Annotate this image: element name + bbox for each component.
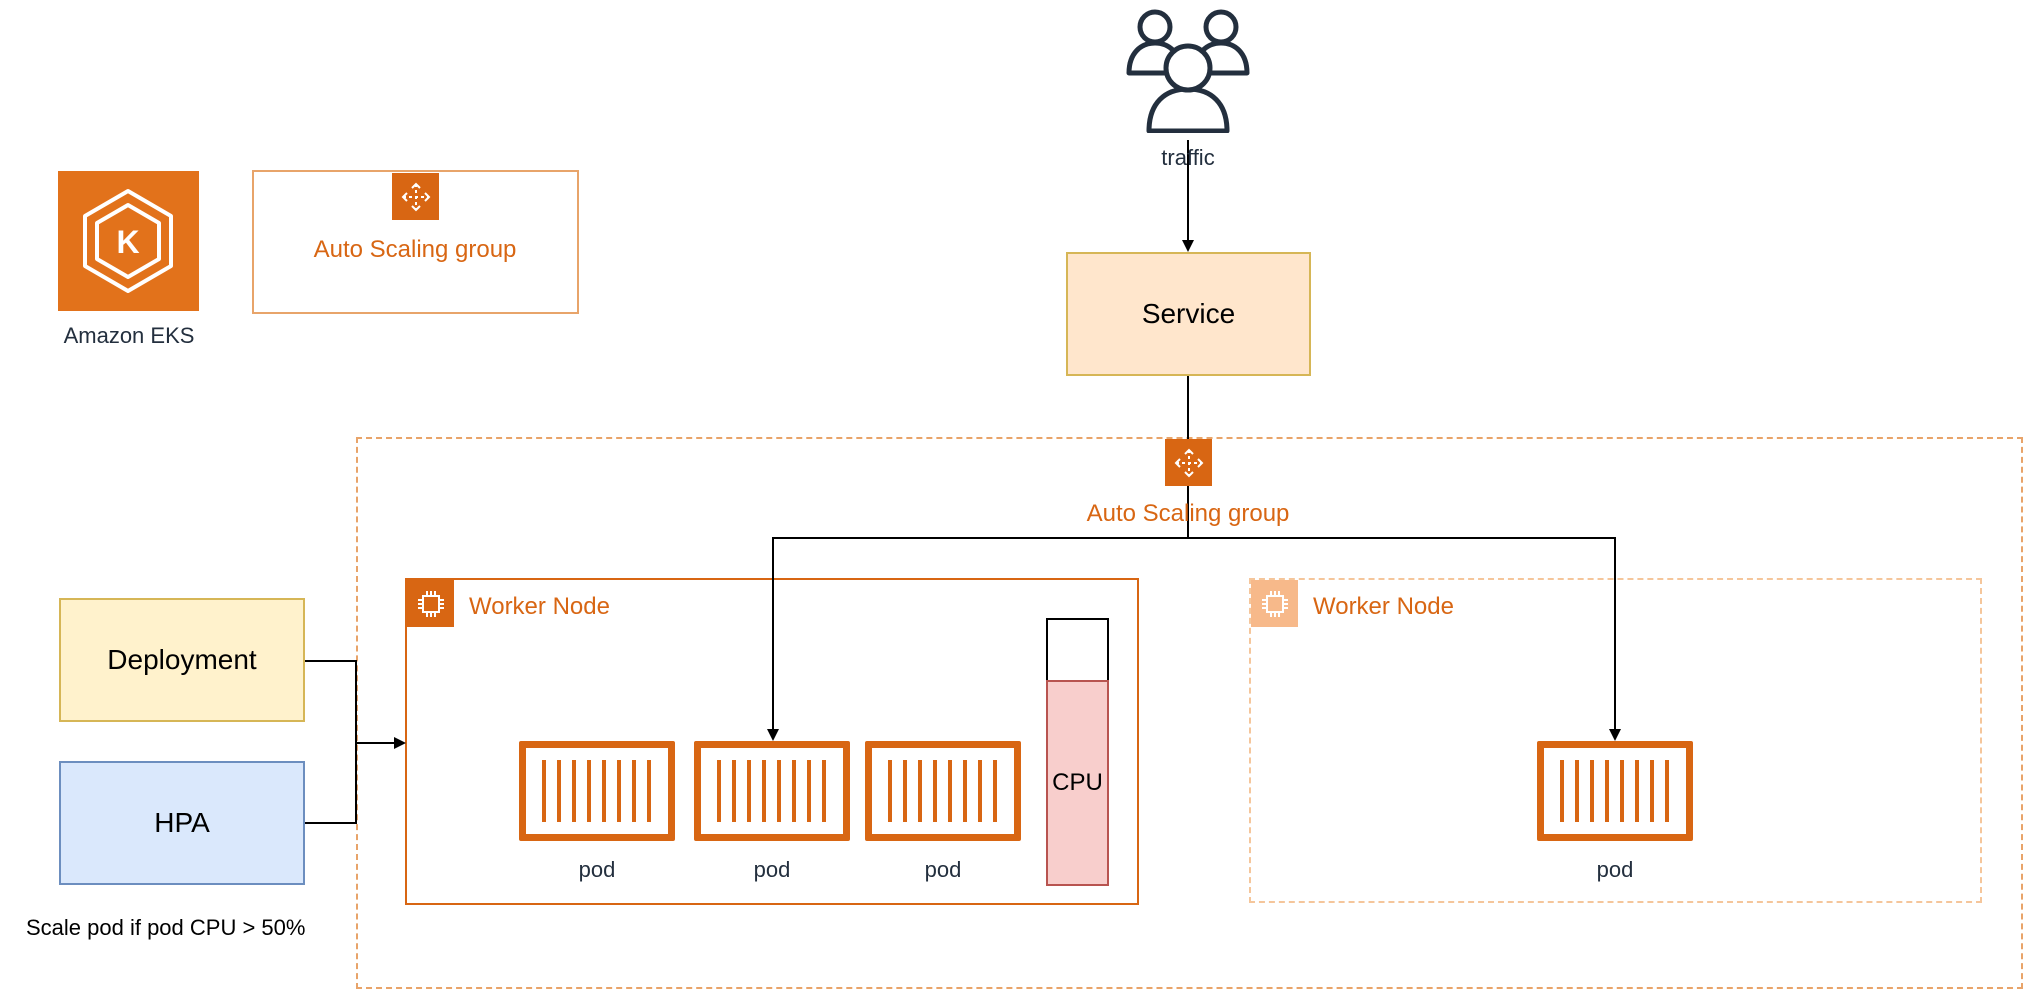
pod-slat [1560,760,1564,822]
pod-slat [587,760,591,822]
pod-slat [542,760,546,822]
hpa-label: HPA [154,807,210,838]
svg-text:K: K [116,224,139,260]
pod-slat [602,760,606,822]
deployment-label: Deployment [107,644,257,675]
pod-slat [732,760,736,822]
pod-slat [1575,760,1579,822]
pod-slat [1590,760,1594,822]
pod-slat [1635,760,1639,822]
pod-label: pod [753,857,791,882]
pod-slat [888,760,892,822]
asg-label: Auto Scaling group [1086,500,1290,527]
pod-slat [933,760,937,822]
hpa-box[interactable]: HPA [59,761,305,885]
pod-slat [747,760,751,822]
pod-slat [948,760,952,822]
asg-legend-label: Auto Scaling group [313,236,517,263]
kubernetes-icon: K [58,171,199,311]
pod-slat [777,760,781,822]
eks-label: Amazon EKS [63,323,195,348]
cpu-gauge-fill: CPU [1046,680,1109,886]
pod-slat [762,760,766,822]
pod-slat [903,760,907,822]
deployment-box[interactable]: Deployment [59,598,305,722]
service-box[interactable]: Service [1066,252,1311,376]
pod-slat [1620,760,1624,822]
users-icon [1125,5,1251,134]
pod-icon [1537,741,1693,841]
worker-node-2-label: Worker Node [1313,593,1454,620]
deployment-connector [305,660,357,743]
hpa-connector [305,743,357,824]
hpa-note: Scale pod if pod CPU > 50% [26,915,306,940]
pod-icon [865,741,1021,841]
pod-slat [632,760,636,822]
pod-slat [557,760,561,822]
chip-icon [407,580,454,627]
pod-slat [647,760,651,822]
pod-slat [1605,760,1609,822]
pod-slat [963,760,967,822]
pod-slat [617,760,621,822]
traffic-label: traffic [1161,145,1215,170]
pod-icon [694,741,850,841]
pod-slat [822,760,826,822]
auto-scaling-icon [1165,439,1212,486]
pod-slat [1665,760,1669,822]
pod-slat [1650,760,1654,822]
worker-node-1-label: Worker Node [469,593,610,620]
cpu-gauge-empty [1046,618,1109,682]
pod-slat [993,760,997,822]
pod-slat [792,760,796,822]
pod-slat [807,760,811,822]
pod-slat [978,760,982,822]
asg-group [356,437,2023,989]
pod-label: pod [1596,857,1634,882]
cpu-label: CPU [1052,769,1103,796]
pod-slat [918,760,922,822]
service-label: Service [1141,298,1236,329]
pod-label: pod [924,857,962,882]
pod-slat [717,760,721,822]
pod-slat [572,760,576,822]
pod-icon [519,741,675,841]
auto-scaling-icon [392,173,439,220]
chip-icon [1251,580,1298,627]
pod-label: pod [578,857,616,882]
